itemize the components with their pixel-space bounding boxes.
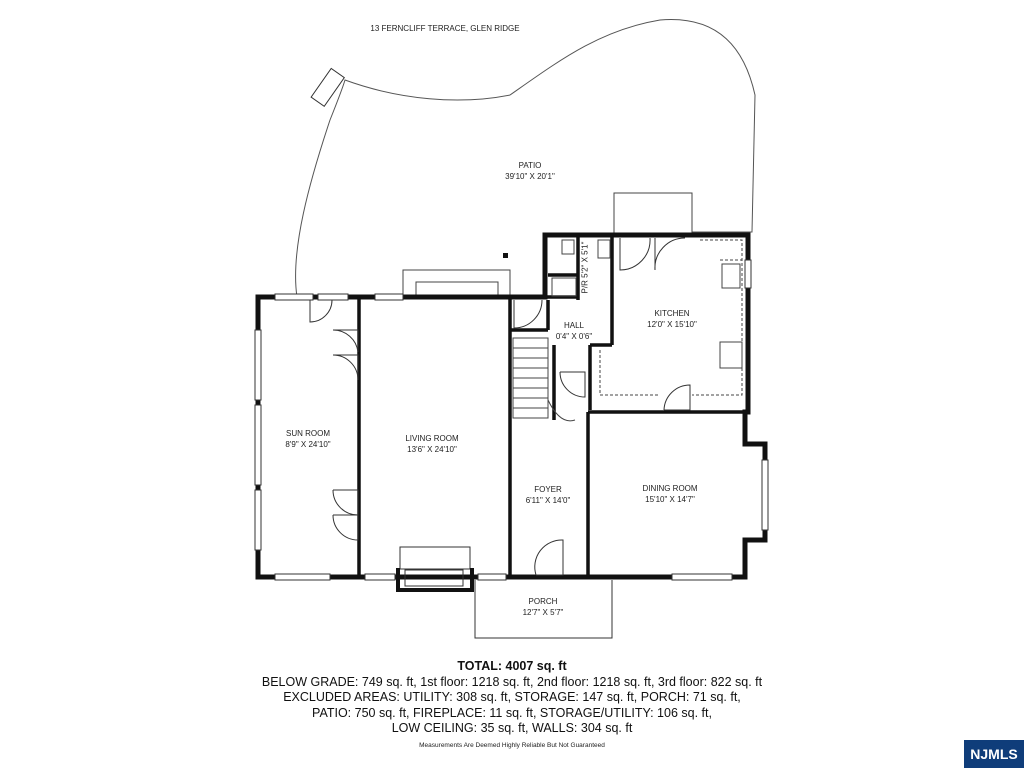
room-label-living-room: LIVING ROOM 13'6" X 24'10" [372,433,492,455]
patio-marker [503,253,508,258]
room-label-powder-room: P/R 5'2" X 5'1" [580,238,591,298]
windows [254,259,769,581]
room-name: KITCHEN [654,309,690,318]
fireplace [396,568,474,592]
doors [309,237,691,576]
kitchen-range [719,341,743,369]
room-label-kitchen: KITCHEN 12'0" X 15'10" [612,308,732,330]
area-summary: TOTAL: 4007 sq. ft BELOW GRADE: 749 sq. … [0,659,1024,737]
rear-step-outer [402,269,511,299]
disclaimer: Measurements Are Deemed Highly Reliable … [419,742,605,749]
room-name: SUN ROOM [286,429,330,438]
room-name: LIVING ROOM [405,434,459,443]
room-dimensions: 15'10" X 14'7" [645,495,695,504]
room-name: P/R [580,280,590,294]
powder-room-fixtures [551,239,611,297]
interior-walls [357,235,748,577]
room-name: DINING ROOM [642,484,698,493]
area-summary-line: EXCLUDED AREAS: UTILITY: 308 sq. ft, STO… [283,690,741,704]
kitchen-sink [721,263,741,289]
kitchen-counters [599,239,743,396]
room-dimensions: 39'10" X 20'1" [505,172,555,181]
room-dimensions: 12'7" X 5'7" [522,608,564,617]
njmls-logo: NJMLS [964,740,1024,768]
patio-outline [295,19,756,298]
area-summary-line: PATIO: 750 sq. ft, FIREPLACE: 11 sq. ft,… [312,705,712,720]
room-label-dining-room: DINING ROOM 15'10" X 14'7" [610,483,730,505]
room-name: HALL [563,321,584,330]
fireplace-hearth [399,546,471,570]
porch-outline [474,580,613,639]
room-dimensions: 5'2" X 5'1" [580,241,590,278]
room-name: PATIO [518,161,542,170]
room-name: FOYER [534,485,562,494]
room-label-porch: PORCH 12'7" X 5'7" [483,596,603,618]
room-label-foyer: FOYER 6'11" X 14'0" [508,484,588,506]
room-label-hall: HALL 0'4" X 0'6" [534,320,614,342]
room-label-sun-room: SUN ROOM 8'9" X 24'10" [258,428,358,450]
patio-gate [310,67,346,108]
room-dimensions: 12'0" X 15'10" [647,320,697,329]
room-name: PORCH [528,597,558,606]
room-dimensions: 0'4" X 0'6" [555,332,593,341]
property-address: 13 FERNCLIFF TERRACE, GLEN RIDGE [370,24,520,33]
area-summary-line: BELOW GRADE: 749 sq. ft, 1st floor: 1218… [261,674,763,689]
fireplace-insert [404,569,464,587]
staircase [512,337,576,422]
patio-step [613,192,693,234]
room-dimensions: 13'6" X 24'10" [407,445,457,454]
area-summary-line: LOW CEILING: 35 sq. ft, WALLS: 304 sq. f… [391,721,633,735]
total-area: TOTAL: 4007 sq. ft [457,659,567,673]
exterior-walls [255,232,768,580]
room-label-patio: PATIO 39'10" X 20'1" [470,160,590,182]
room-dimensions: 8'9" X 24'10" [285,440,331,449]
room-dimensions: 6'11" X 14'0" [525,496,571,505]
